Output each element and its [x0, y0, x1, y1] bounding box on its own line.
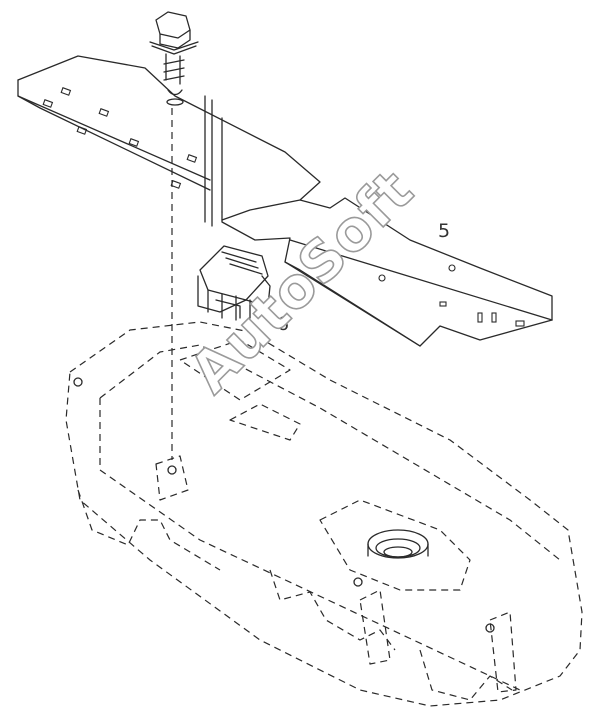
mounting-bracket — [17, 55, 553, 347]
spring-clip — [197, 245, 271, 321]
cover-bolt-holes — [73, 377, 495, 633]
valve-cover — [65, 321, 583, 707]
bolt — [149, 11, 199, 96]
filler-cap — [367, 529, 429, 559]
callout-5: 5 — [438, 220, 451, 242]
washer — [166, 98, 184, 106]
callout-6: 6 — [277, 313, 290, 335]
